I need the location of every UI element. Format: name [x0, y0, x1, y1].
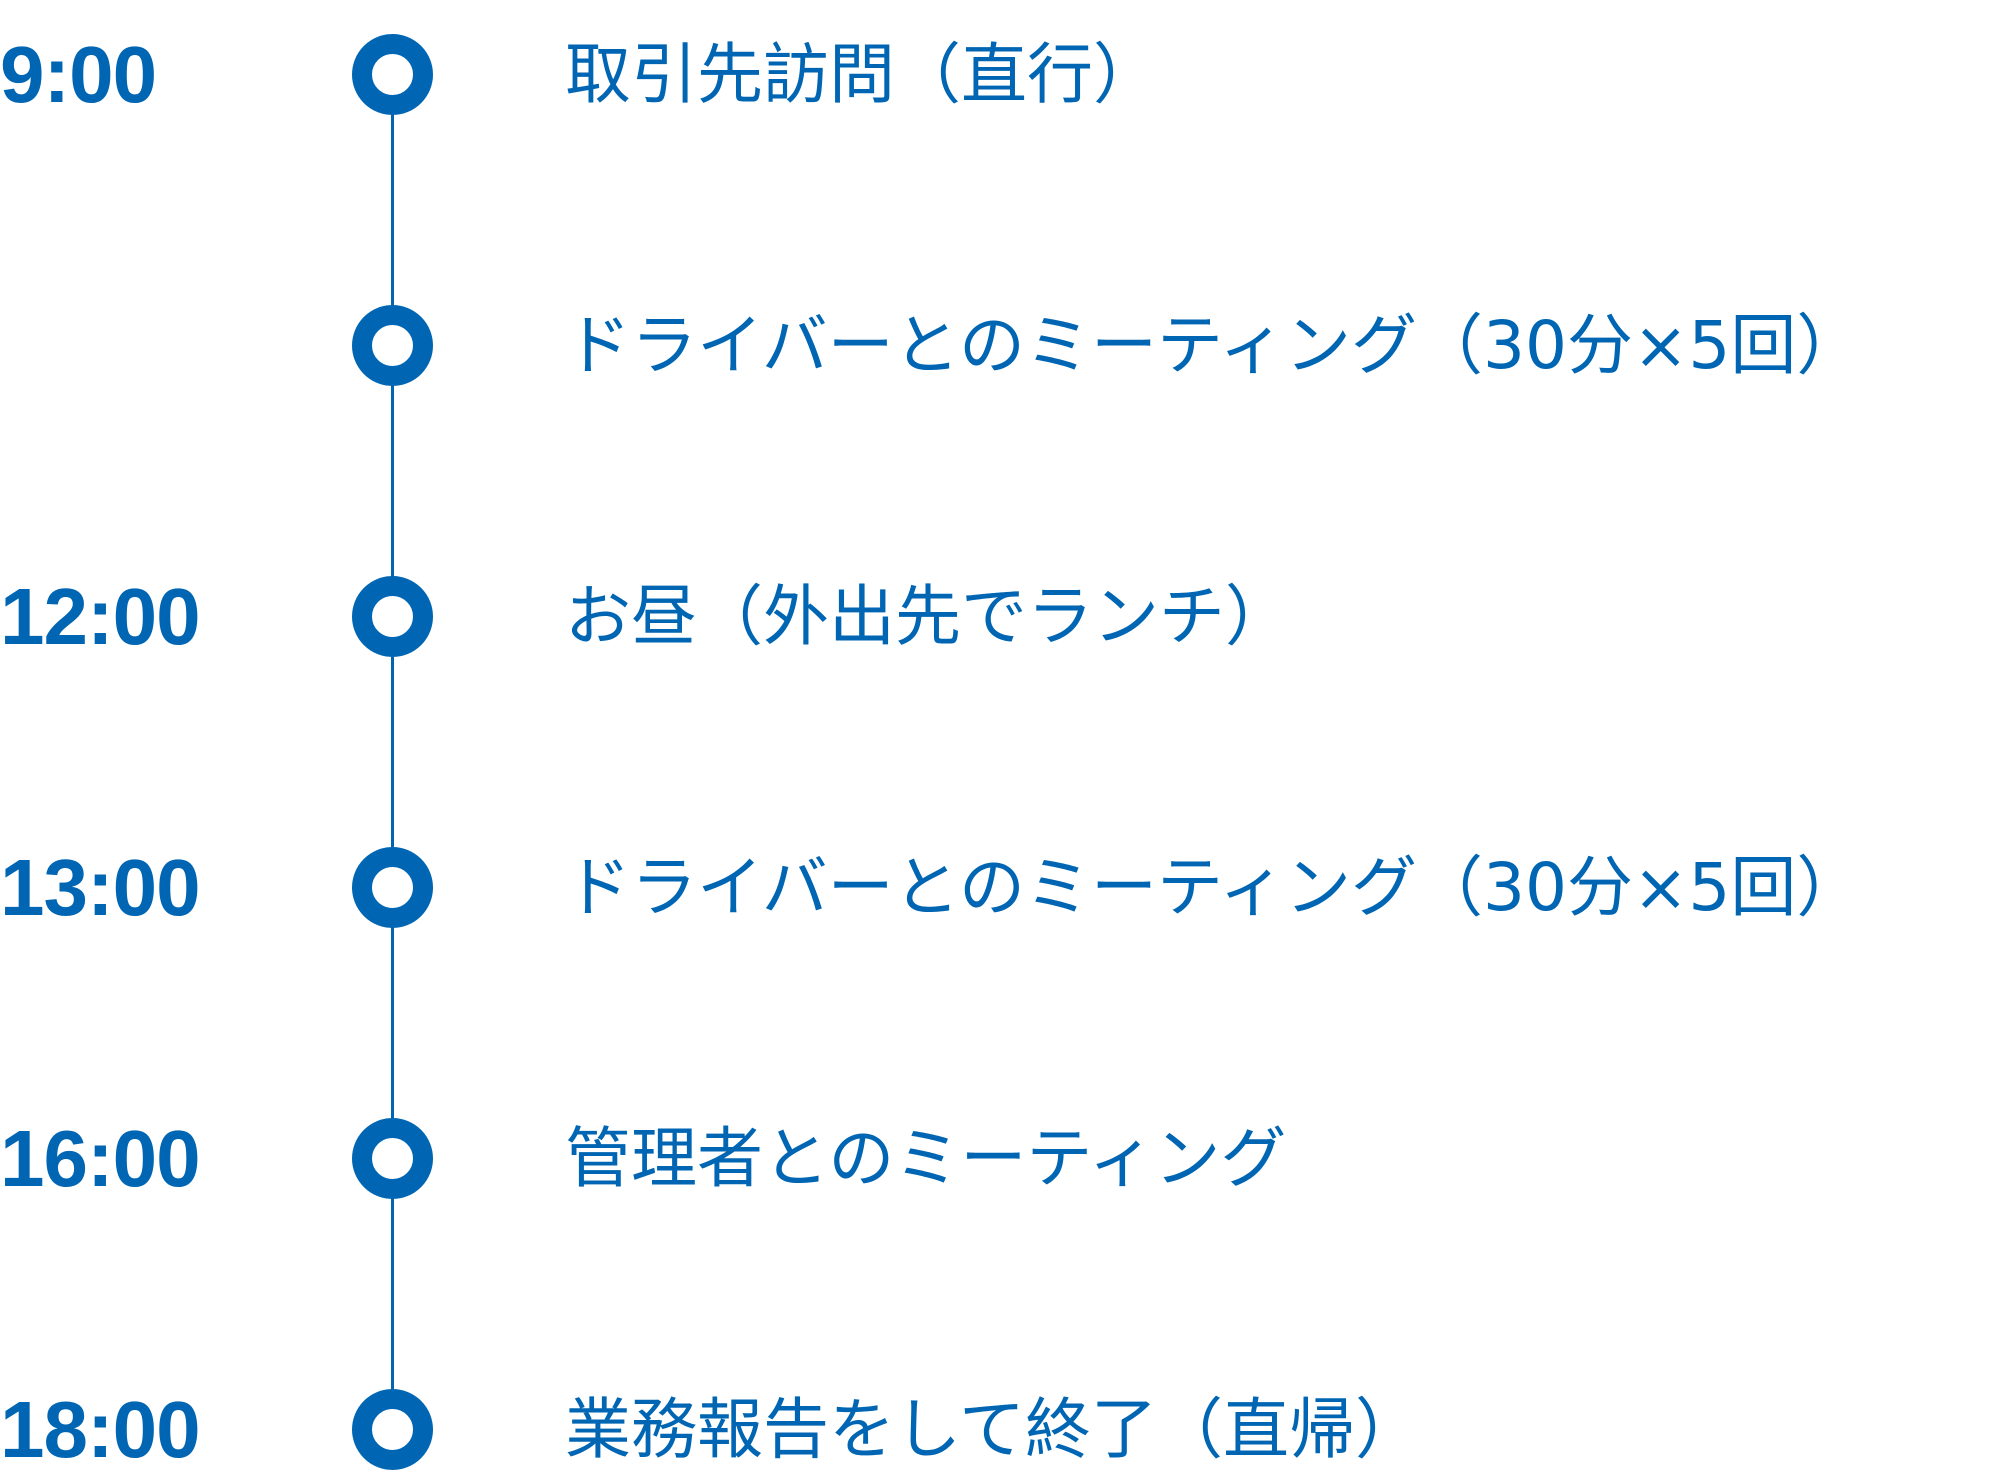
time-label: 13:00 [0, 843, 201, 932]
timeline-item: 12:00 お昼（外出先でランチ） [0, 567, 2000, 667]
timeline-dot-icon [352, 1118, 433, 1199]
timeline-dot-icon [352, 576, 433, 657]
timeline-line [391, 75, 394, 1430]
timeline-dot-icon [352, 34, 433, 115]
time-label: 12:00 [0, 572, 201, 661]
event-label: ドライバーとのミーティング（30分×5回） [565, 849, 1863, 926]
timeline-item: 13:00 ドライバーとのミーティング（30分×5回） [0, 838, 2000, 938]
event-label: 業務報告をして終了（直帰） [565, 1391, 1422, 1468]
timeline-item: 18:00 業務報告をして終了（直帰） [0, 1380, 2000, 1480]
time-label: 18:00 [0, 1385, 201, 1474]
time-label: 16:00 [0, 1114, 201, 1203]
timeline-item: ドライバーとのミーティング（30分×5回） [0, 296, 2000, 396]
time-label: 9:00 [0, 30, 157, 119]
timeline-item: 16:00 管理者とのミーティング [0, 1109, 2000, 1209]
timeline-item: 9:00 取引先訪問（直行） [0, 25, 2000, 125]
timeline-dot-icon [352, 1389, 433, 1470]
timeline-dot-icon [352, 305, 433, 386]
event-label: 管理者とのミーティング [565, 1120, 1287, 1197]
event-label: ドライバーとのミーティング（30分×5回） [565, 307, 1863, 384]
timeline-dot-icon [352, 847, 433, 928]
event-label: お昼（外出先でランチ） [565, 578, 1291, 655]
event-label: 取引先訪問（直行） [565, 36, 1159, 113]
